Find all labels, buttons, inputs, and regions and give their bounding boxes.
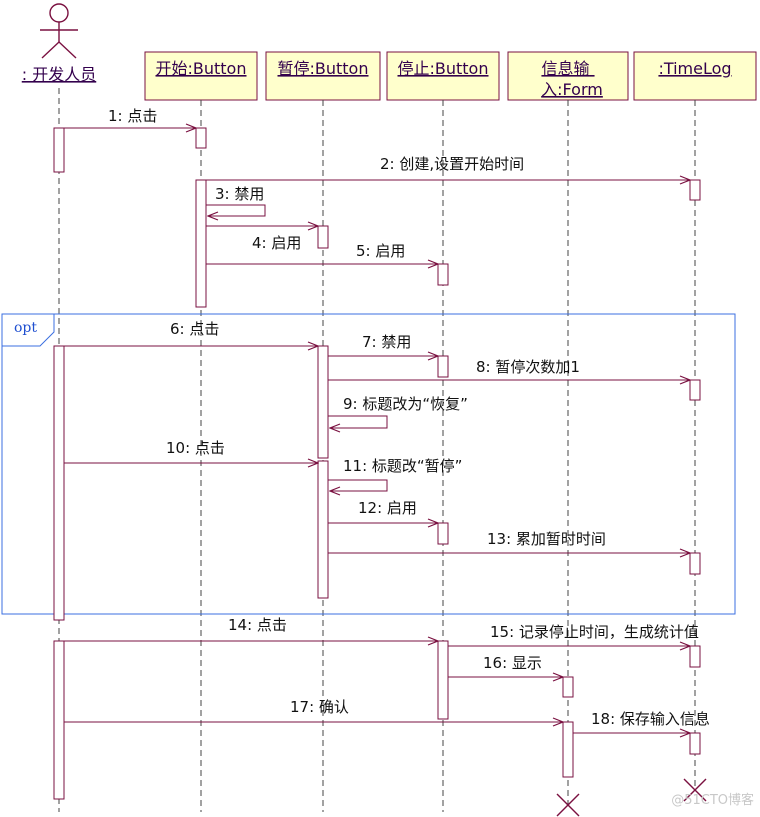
message-3-arrow xyxy=(206,204,266,216)
object-pause-button: 暂停:Button xyxy=(265,51,381,101)
opt-fragment: opt xyxy=(1,313,736,615)
message-2-label: 2: 创建,设置开始时间 xyxy=(380,155,524,173)
object-box xyxy=(507,51,629,101)
object-box xyxy=(633,51,757,101)
object-label: :TimeLog xyxy=(658,59,731,78)
object-start-button: 开始:Button xyxy=(144,51,258,101)
messages xyxy=(64,128,690,733)
message-11-label: 11: 标题改“暂停” xyxy=(343,457,462,475)
activation-developer-1 xyxy=(53,127,65,173)
actor-stick-figure-icon xyxy=(40,3,78,59)
message-3-label: 3: 禁用 xyxy=(215,185,264,203)
message-8-label: 8: 暂停次数加1 xyxy=(476,358,580,376)
activation-start-1 xyxy=(195,127,207,149)
watermark: @51CTO博客 xyxy=(671,792,754,808)
activation-timelog-2 xyxy=(689,379,701,401)
message-17-label: 17: 确认 xyxy=(290,698,349,716)
message-15-label: 15: 记录停止时间，生成统计值 xyxy=(490,623,699,641)
object-box xyxy=(386,51,500,101)
fragment-frame xyxy=(1,313,736,615)
activation-stop-4 xyxy=(437,640,449,720)
object-stop-button: 停止:Button xyxy=(386,51,500,101)
message-6-label: 6: 点击 xyxy=(170,320,219,338)
activation-pause-3 xyxy=(317,460,329,599)
message-11-arrow xyxy=(328,479,388,491)
message-9-label: 9: 标题改为“恢复” xyxy=(343,395,468,413)
message-5-label: 5: 启用 xyxy=(356,242,405,260)
activation-timelog-1 xyxy=(689,179,701,201)
activation-form-2 xyxy=(562,721,574,778)
activation-start-2 xyxy=(195,179,207,308)
activation-timelog-3 xyxy=(689,552,701,575)
message-7-label: 7: 禁用 xyxy=(362,333,411,351)
fragment-label: opt xyxy=(14,320,37,336)
object-label: 暂停:Button xyxy=(278,59,369,78)
object-box xyxy=(144,51,258,101)
object-label: 信息输 入:Form xyxy=(541,59,603,99)
message-18-label: 18: 保存输入信息 xyxy=(591,710,710,728)
activation-form-1 xyxy=(562,676,574,698)
object-box xyxy=(265,51,381,101)
message-10-label: 10: 点击 xyxy=(166,439,225,457)
destroy-form-icon xyxy=(556,793,580,817)
object-label: 停止:Button xyxy=(398,59,489,78)
activation-timelog-5 xyxy=(689,732,701,755)
actor-label: : 开发人员 xyxy=(22,65,96,84)
actor-developer: : 开发人员 xyxy=(22,3,96,84)
message-9-arrow xyxy=(328,415,388,428)
activation-developer-2 xyxy=(53,345,65,621)
activation-stop-3 xyxy=(437,522,449,545)
object-info-form: 信息输 入:Form xyxy=(507,51,629,101)
message-16-label: 16: 显示 xyxy=(483,654,542,672)
activation-pause-2 xyxy=(317,345,329,459)
fragment-tab xyxy=(1,314,55,347)
activation-developer-3 xyxy=(53,640,65,800)
object-label: 开始:Button xyxy=(156,59,247,78)
lifelines xyxy=(58,88,696,812)
message-14-label: 14: 点击 xyxy=(228,616,287,634)
activation-pause-1 xyxy=(317,225,329,249)
message-labels: 1: 点击 2: 创建,设置开始时间 3: 禁用 4: 启用 5: 启用 6: … xyxy=(108,107,710,728)
activation-stop-2 xyxy=(437,355,449,378)
message-13-label: 13: 累加暂时时间 xyxy=(487,530,606,548)
activation-timelog-4 xyxy=(689,645,701,668)
activation-stop-1 xyxy=(437,263,449,286)
object-label-line-1: 信息输 xyxy=(541,59,589,78)
object-timelog: :TimeLog xyxy=(633,51,757,101)
message-1-label: 1: 点击 xyxy=(108,107,157,125)
message-12-label: 12: 启用 xyxy=(358,499,417,517)
destroy-timelog-icon xyxy=(683,778,707,802)
object-label-line-2: 入:Form xyxy=(541,80,603,99)
activations xyxy=(53,127,701,800)
message-4-label: 4: 启用 xyxy=(252,234,301,252)
